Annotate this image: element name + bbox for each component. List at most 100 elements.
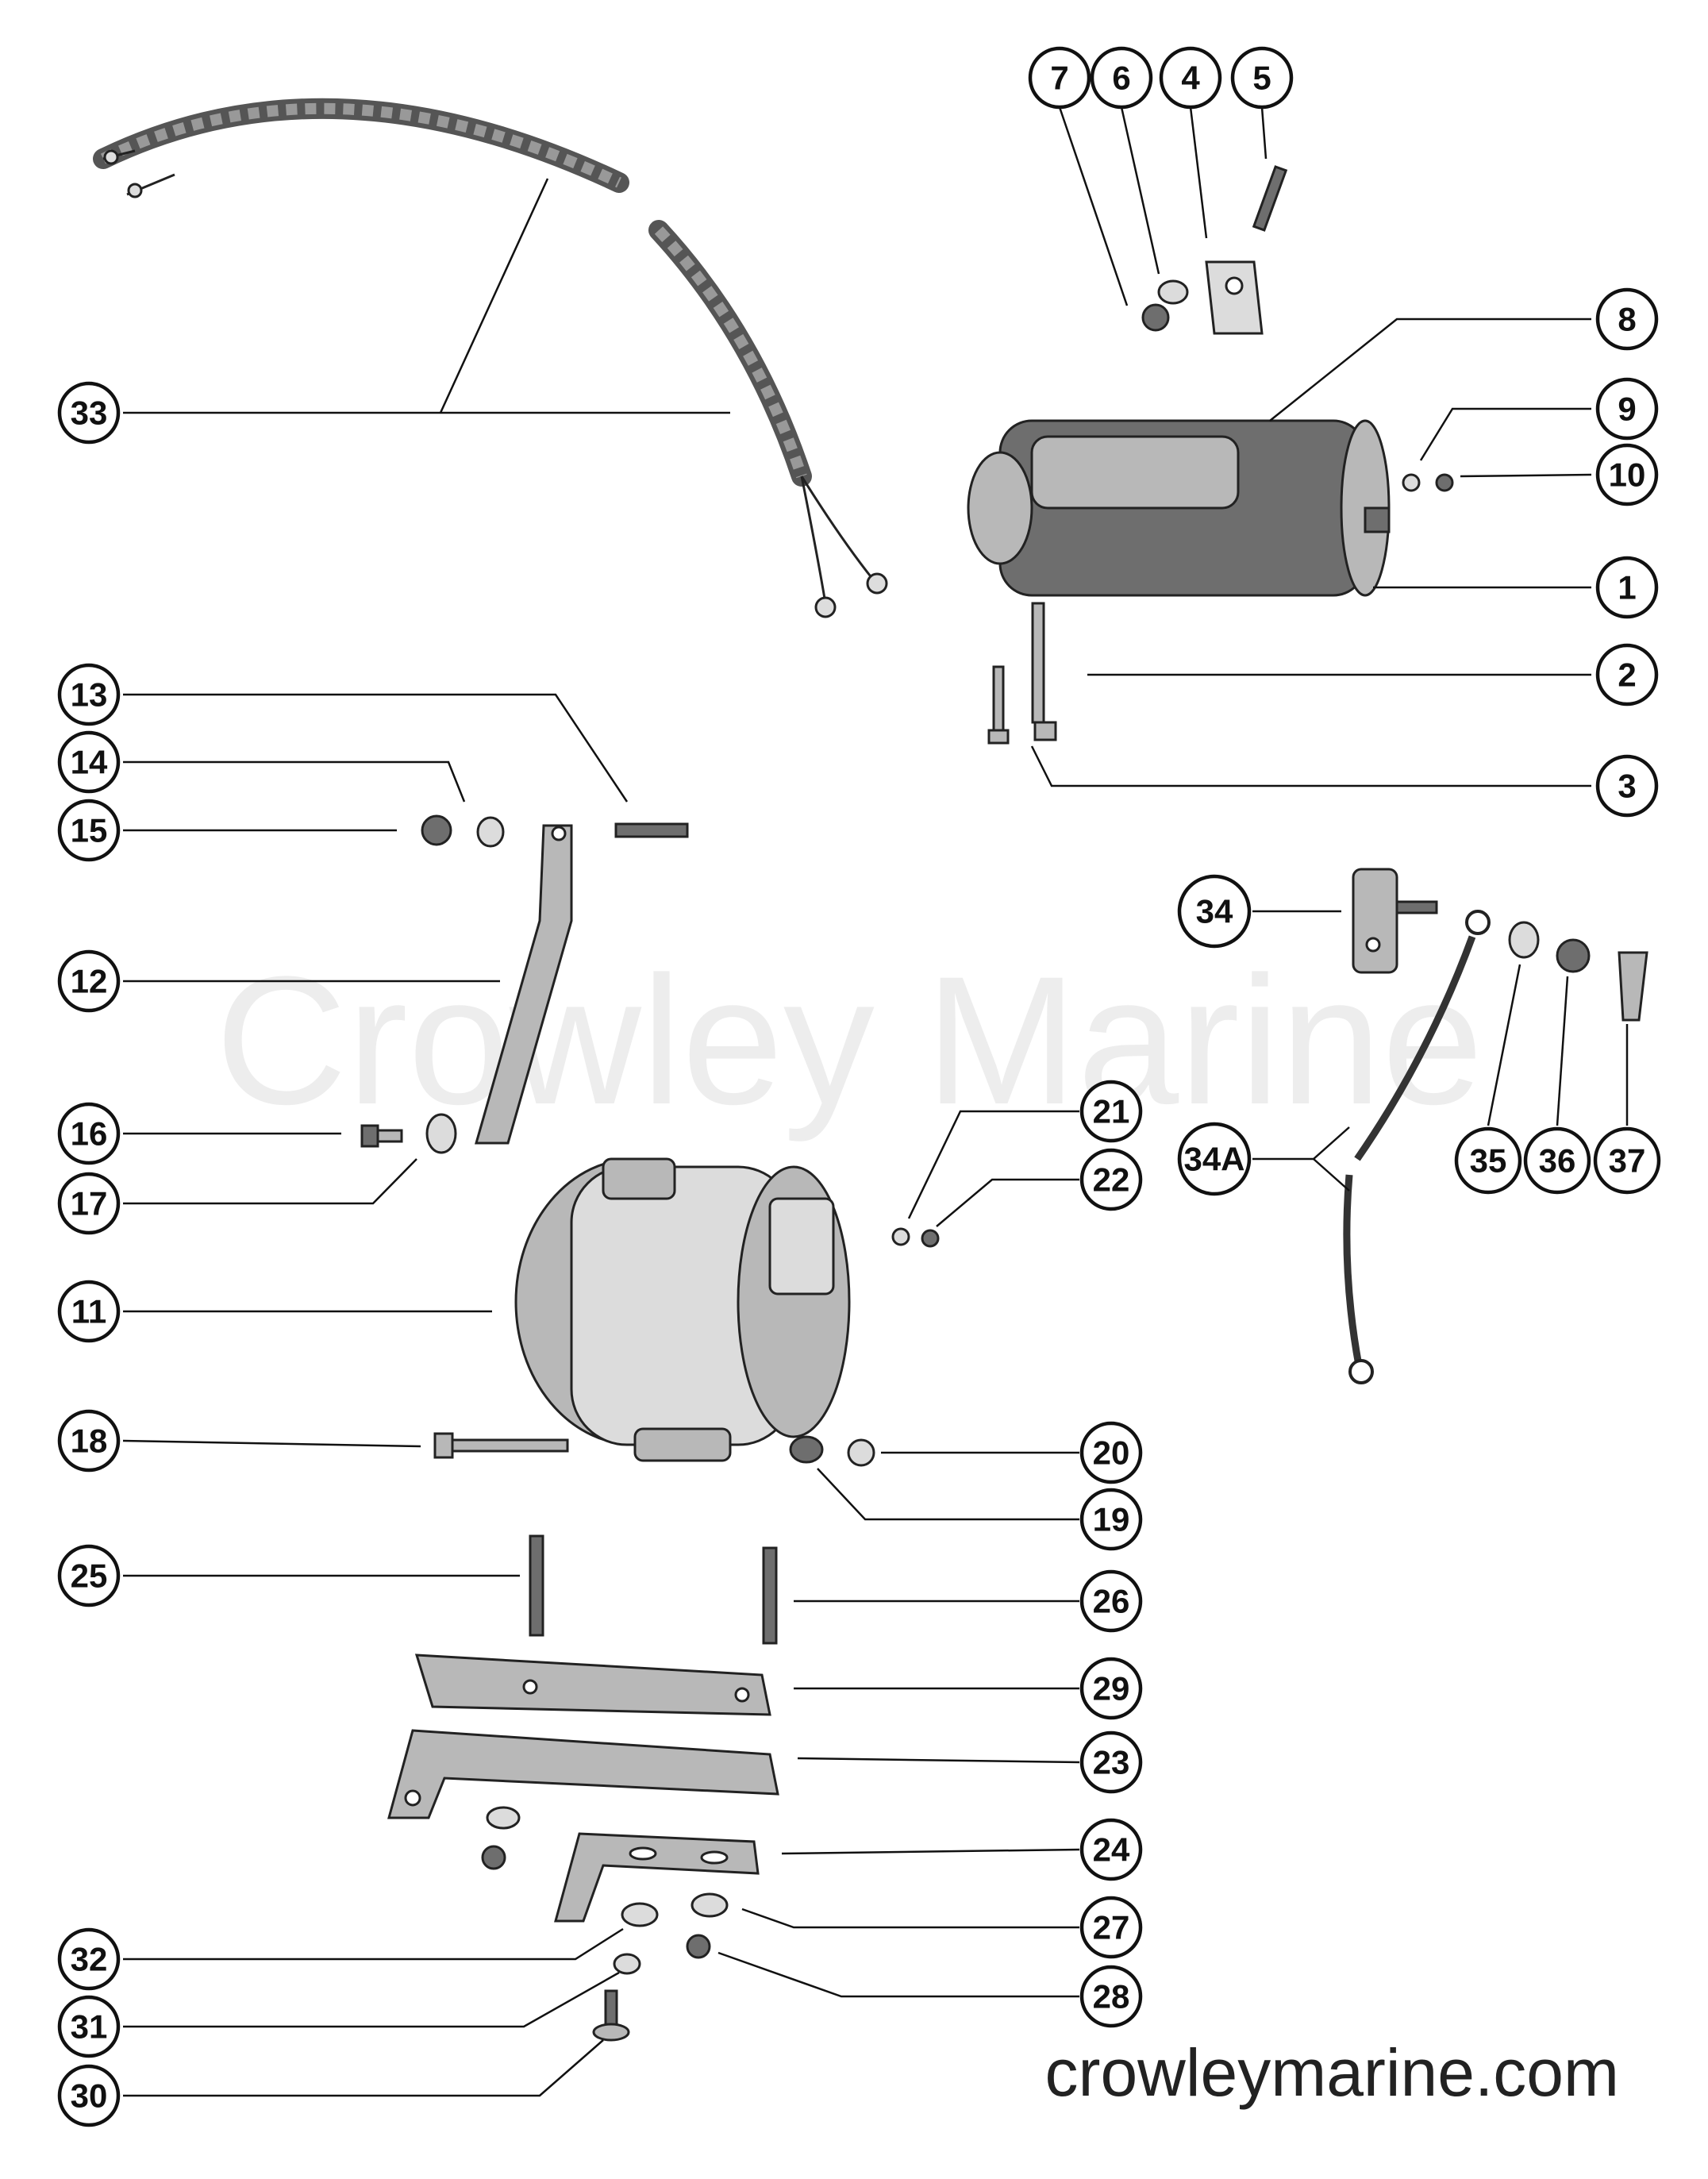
cable-washer-drawing bbox=[1508, 921, 1540, 959]
svg-text:33: 33 bbox=[71, 395, 108, 432]
bracket-screw-drawing bbox=[360, 1124, 403, 1148]
callout-31: 31 bbox=[57, 1995, 121, 2058]
starter-nut-drawing bbox=[1141, 303, 1170, 332]
svg-text:26: 26 bbox=[1093, 1583, 1130, 1620]
starter-motor-drawing bbox=[967, 419, 1391, 597]
callout-34a: 34A bbox=[1177, 1122, 1252, 1196]
callout-7: 7 bbox=[1028, 46, 1091, 110]
svg-text:18: 18 bbox=[71, 1423, 108, 1460]
callout-3: 3 bbox=[1595, 754, 1659, 818]
svg-text:34A: 34A bbox=[1183, 1141, 1244, 1178]
callout-14: 14 bbox=[57, 730, 121, 794]
bracket-stud-drawing bbox=[614, 822, 689, 838]
svg-text:36: 36 bbox=[1539, 1142, 1576, 1180]
svg-text:27: 27 bbox=[1093, 1909, 1130, 1946]
svg-text:23: 23 bbox=[1093, 1744, 1130, 1781]
svg-text:11: 11 bbox=[71, 1293, 106, 1330]
terminal-nut-small-drawing bbox=[921, 1229, 940, 1248]
mount-plate-drawing bbox=[414, 1653, 771, 1716]
mount-stud-right-drawing bbox=[762, 1546, 778, 1645]
svg-text:25: 25 bbox=[71, 1557, 108, 1595]
callout-6: 6 bbox=[1090, 46, 1153, 110]
svg-text:5: 5 bbox=[1252, 60, 1271, 97]
callout-36: 36 bbox=[1523, 1126, 1591, 1195]
svg-text:14: 14 bbox=[71, 744, 108, 781]
alternator-nut-drawing bbox=[847, 1438, 875, 1467]
bracket-nut-drawing bbox=[421, 814, 452, 846]
starter-bolt-drawing bbox=[1031, 602, 1057, 741]
callout-13: 13 bbox=[57, 663, 121, 726]
callout-21: 21 bbox=[1079, 1080, 1143, 1143]
callout-32: 32 bbox=[57, 1927, 121, 1991]
callout-1: 1 bbox=[1595, 556, 1659, 619]
bracket-washer-drawing bbox=[476, 816, 505, 848]
mount-stud-left-drawing bbox=[529, 1534, 544, 1637]
callout-25: 25 bbox=[57, 1544, 121, 1607]
svg-text:34: 34 bbox=[1196, 893, 1233, 930]
callout-28: 28 bbox=[1079, 1965, 1143, 2028]
callout-29: 29 bbox=[1079, 1657, 1143, 1720]
svg-text:3: 3 bbox=[1618, 768, 1636, 805]
callout-19: 19 bbox=[1079, 1488, 1143, 1551]
svg-text:31: 31 bbox=[71, 2008, 108, 2046]
terminal-block-drawing bbox=[1352, 868, 1438, 974]
svg-text:4: 4 bbox=[1181, 60, 1200, 97]
adjusting-bracket-drawing bbox=[475, 824, 573, 1145]
svg-text:16: 16 bbox=[71, 1115, 108, 1153]
watermark-text: Crowley Marine bbox=[215, 938, 1483, 1142]
hex-nut-drawing bbox=[686, 1934, 711, 1959]
svg-text:12: 12 bbox=[71, 963, 108, 1000]
callout-24: 24 bbox=[1079, 1818, 1143, 1881]
callout-33: 33 bbox=[57, 381, 121, 445]
svg-text:28: 28 bbox=[1093, 1978, 1130, 2015]
callout-18: 18 bbox=[57, 1409, 121, 1473]
callout-30: 30 bbox=[57, 2064, 121, 2127]
callout-27: 27 bbox=[1079, 1896, 1143, 1959]
terminal-nut-drawing bbox=[1435, 473, 1454, 492]
cap-screw-drawing bbox=[592, 1989, 630, 2042]
callout-15: 15 bbox=[57, 799, 121, 862]
svg-text:22: 22 bbox=[1093, 1161, 1130, 1199]
svg-text:20: 20 bbox=[1093, 1434, 1130, 1472]
svg-text:37: 37 bbox=[1609, 1142, 1646, 1180]
callout-16: 16 bbox=[57, 1102, 121, 1165]
svg-text:35: 35 bbox=[1470, 1142, 1507, 1180]
terminal-washer-small-drawing bbox=[891, 1227, 910, 1246]
terminal-boot-drawing bbox=[1618, 951, 1648, 1022]
callout-22: 22 bbox=[1079, 1148, 1143, 1211]
svg-text:30: 30 bbox=[71, 2077, 108, 2115]
mount-bracket-drawing bbox=[387, 1729, 779, 1819]
svg-text:2: 2 bbox=[1618, 656, 1636, 694]
svg-text:9: 9 bbox=[1618, 391, 1636, 428]
svg-text:7: 7 bbox=[1050, 60, 1068, 97]
svg-text:10: 10 bbox=[1609, 456, 1646, 494]
wiring-harness-drawing bbox=[93, 98, 888, 618]
bottom-nut-drawing bbox=[481, 1845, 506, 1870]
starter-bracket-drawing bbox=[1205, 260, 1264, 335]
svg-text:19: 19 bbox=[1093, 1501, 1130, 1538]
callout-10: 10 bbox=[1595, 443, 1659, 506]
svg-text:1: 1 bbox=[1618, 569, 1636, 606]
callout-5: 5 bbox=[1230, 46, 1294, 110]
bottom-washer-drawing bbox=[486, 1806, 521, 1830]
starter-screw-drawing bbox=[987, 665, 1010, 745]
callout-11: 11 bbox=[57, 1280, 121, 1343]
callout-4: 4 bbox=[1159, 46, 1222, 110]
bracket-flat-washer-drawing bbox=[425, 1113, 457, 1154]
ground-cable-drawing bbox=[1343, 910, 1491, 1384]
support-bracket-drawing bbox=[554, 1832, 760, 1923]
svg-text:8: 8 bbox=[1618, 301, 1636, 338]
callout-20: 20 bbox=[1079, 1421, 1143, 1484]
lock-washer-drawing bbox=[691, 1892, 729, 1918]
flat-washer-drawing bbox=[621, 1902, 659, 1927]
callout-12: 12 bbox=[57, 949, 121, 1013]
alternator-drawing bbox=[514, 1157, 851, 1462]
callout-26: 26 bbox=[1079, 1569, 1143, 1633]
alternator-spacer-drawing bbox=[789, 1435, 824, 1464]
cable-nut-drawing bbox=[1556, 938, 1591, 973]
starter-stud-drawing bbox=[1252, 165, 1288, 232]
callout-9: 9 bbox=[1595, 377, 1659, 441]
svg-text:17: 17 bbox=[71, 1185, 108, 1222]
alternator-bolt-drawing bbox=[433, 1432, 569, 1459]
